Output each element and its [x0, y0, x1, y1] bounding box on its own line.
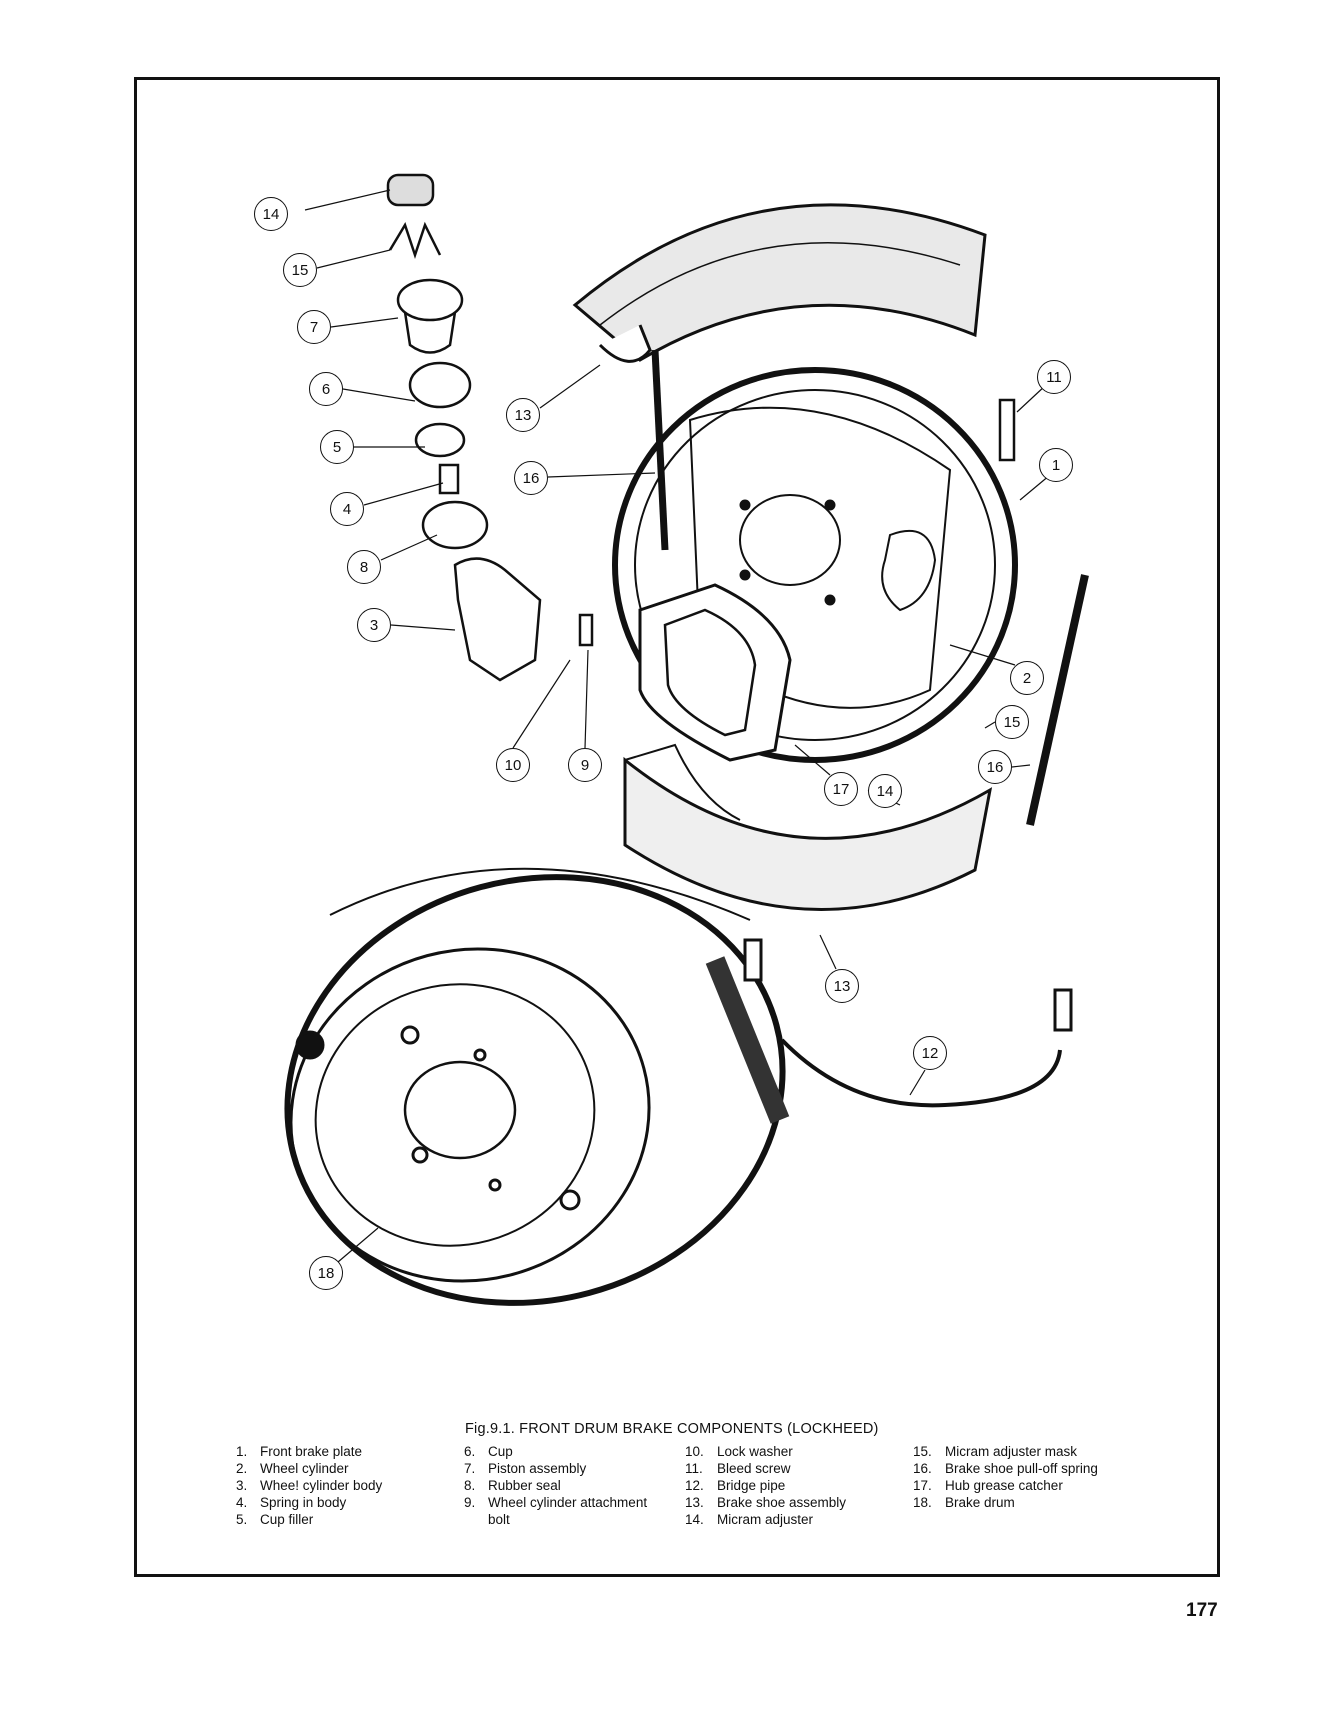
legend-column-4: 15.Micram adjuster mask 16.Brake shoe pu… [913, 1443, 1098, 1511]
callout-13: 13 [506, 398, 540, 432]
legend-item: 13.Brake shoe assembly [685, 1495, 847, 1510]
legend-item: 12.Bridge pipe [685, 1478, 786, 1493]
callout-7: 7 [297, 310, 331, 344]
callout-6: 6 [309, 372, 343, 406]
figure-caption: Fig.9.1. FRONT DRUM BRAKE COMPONENTS (LO… [465, 1421, 879, 1437]
figure-frame [134, 77, 1220, 1577]
legend-item: 7.Piston assembly [464, 1461, 587, 1476]
brake-shoe-bottom [623, 743, 993, 911]
callout-9: 9 [568, 748, 602, 782]
legend-item: 11.Bleed screw [685, 1461, 791, 1476]
callout-2: 2 [1010, 661, 1044, 695]
legend-item: 2.Wheel cylinder [236, 1461, 349, 1476]
legend-item: 9.Wheel cylinder attachment [464, 1495, 648, 1510]
callout-17: 17 [824, 772, 858, 806]
legend-item: 16.Brake shoe pull-off spring [913, 1461, 1098, 1476]
legend-item: 10.Lock washer [685, 1444, 793, 1459]
brake-drum [284, 867, 790, 1306]
legend-item: 15.Micram adjuster mask [913, 1444, 1078, 1459]
callout-15: 15 [995, 705, 1029, 739]
legend-item: 3.Whee! cylinder body [236, 1478, 383, 1493]
legend-column-3: 10.Lock washer 11.Bleed screw 12.Bridge … [685, 1443, 846, 1528]
legend-item: 5.Cup filler [236, 1512, 314, 1527]
hub-grease-catcher [638, 583, 792, 762]
callout-14: 14 [868, 774, 902, 808]
page-number: 177 [1186, 1600, 1218, 1621]
callout-12: 12 [913, 1036, 947, 1070]
legend-item: 1.Front brake plate [236, 1444, 363, 1459]
small-parts [386, 173, 1016, 682]
callout-1: 1 [1039, 448, 1073, 482]
callout-18: 18 [309, 1256, 343, 1290]
callout-15: 15 [283, 253, 317, 287]
callout-16: 16 [514, 461, 548, 495]
legend-item: 4.Spring in body [236, 1495, 347, 1510]
callout-3: 3 [357, 608, 391, 642]
callout-11: 11 [1037, 360, 1071, 394]
callout-16: 16 [978, 750, 1012, 784]
legend-column-2: 6.Cup 7.Piston assembly 8.Rubber seal 9.… [464, 1443, 647, 1528]
legend-item: 14.Micram adjuster [685, 1512, 814, 1527]
brake-plate [612, 367, 1018, 763]
leader-lines [304, 189, 1051, 1263]
callout-8: 8 [347, 550, 381, 584]
legend-item: 17.Hub grease catcher [913, 1478, 1063, 1493]
callout-4: 4 [330, 492, 364, 526]
callout-10: 10 [496, 748, 530, 782]
legend-item: 8.Rubber seal [464, 1478, 561, 1493]
callout-13: 13 [825, 969, 859, 1003]
bridge-pipe [743, 938, 1073, 1108]
legend-column-1: 1.Front brake plate 2.Wheel cylinder 3.W… [236, 1443, 382, 1528]
legend-item: 18.Brake drum [913, 1495, 1015, 1510]
legend-item: 6.Cup [464, 1444, 513, 1459]
legend-item: bolt [488, 1512, 510, 1527]
callout-5: 5 [320, 430, 354, 464]
brake-shoe-top [572, 203, 987, 363]
callout-14: 14 [254, 197, 288, 231]
